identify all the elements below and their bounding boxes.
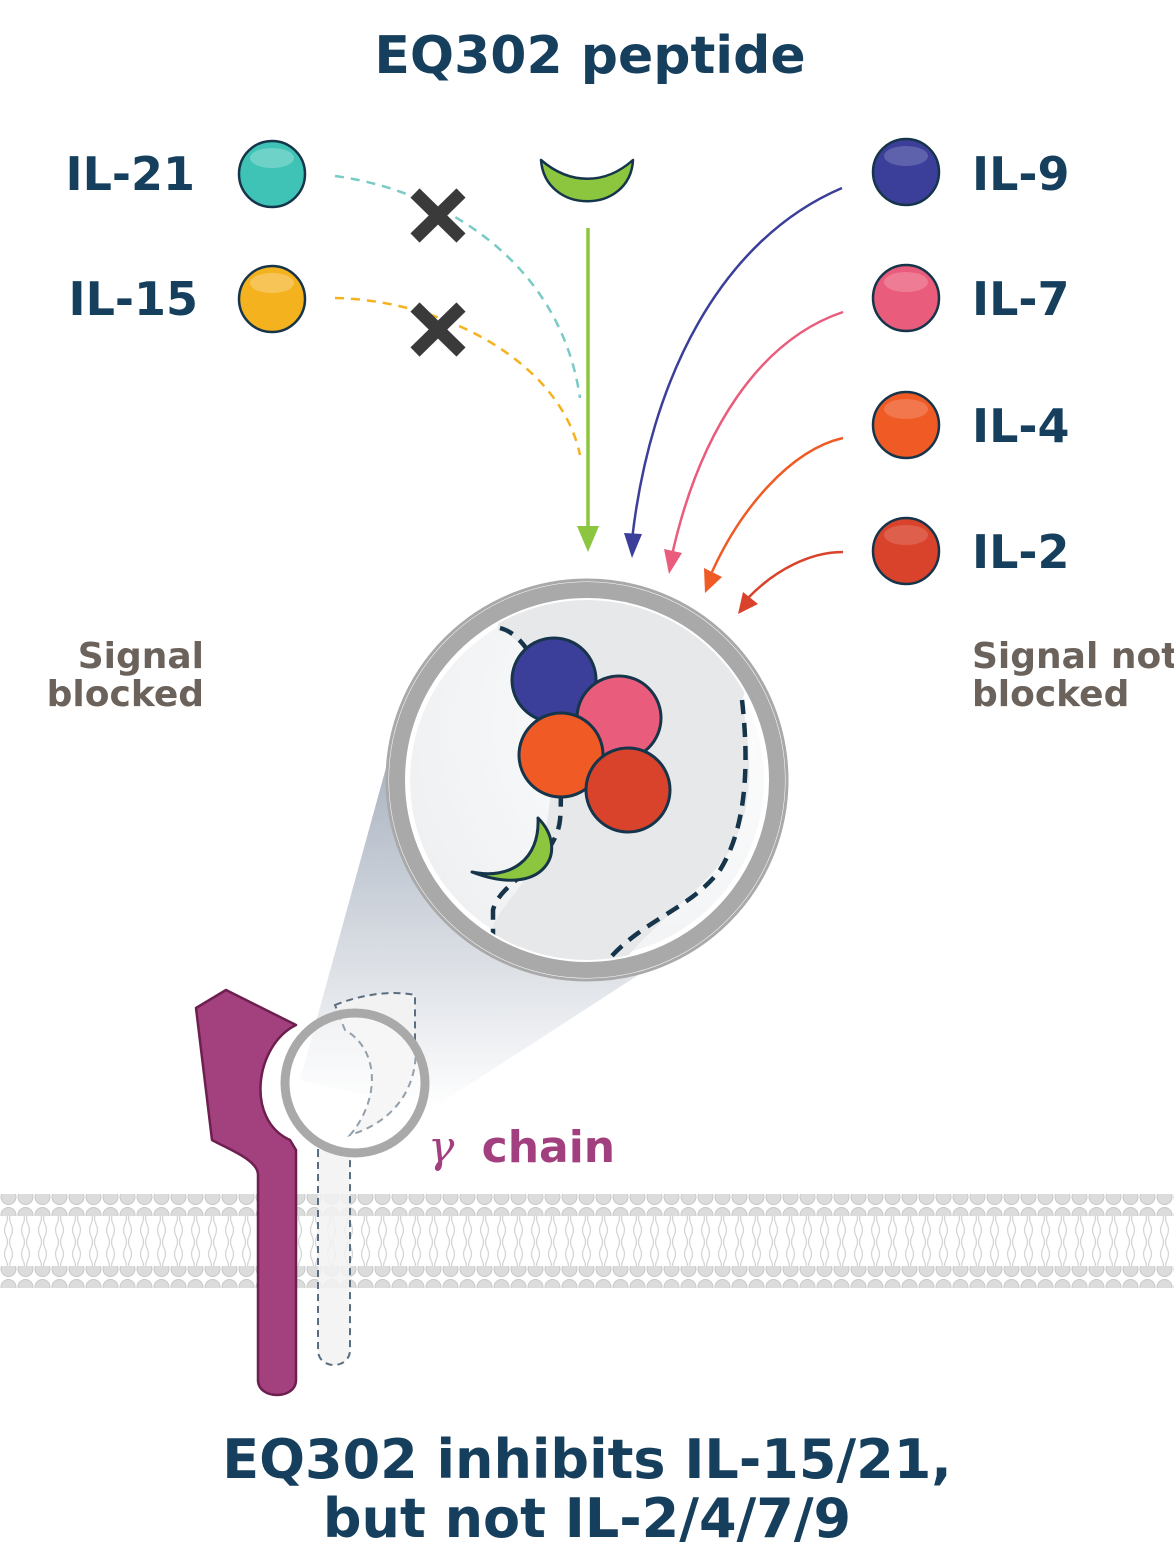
gamma-chain-label: γ chain <box>428 1122 615 1173</box>
bottom-title: EQ302 inhibits IL-15/21, but not IL-2/4/… <box>222 1428 952 1550</box>
blocked-cytokine-il21: IL-21 <box>65 139 307 209</box>
receptor-chain <box>194 988 298 1397</box>
il4-label: IL-4 <box>972 399 1070 453</box>
il4-arrowhead <box>704 568 722 593</box>
il2-label: IL-2 <box>972 525 1070 579</box>
bound-peptide-icon <box>470 816 554 882</box>
pocket-dashed-outline-right <box>602 699 748 960</box>
il2-ball <box>871 516 941 586</box>
il7-arrowhead <box>664 549 682 574</box>
right-caption: Signal not blocked <box>972 636 1174 715</box>
il4-arrow <box>710 436 844 573</box>
il7-label: IL-7 <box>972 272 1070 326</box>
il15-label: IL-15 <box>68 272 198 326</box>
page-title: EQ302 peptide <box>374 26 805 86</box>
il21-blocked-path <box>334 174 582 399</box>
il7-ball <box>871 263 941 333</box>
il15-ball <box>237 264 307 334</box>
eq302-peptide-icon <box>539 158 635 203</box>
block-x-icon <box>410 188 466 243</box>
blocked-cytokine-il15: IL-15 <box>68 264 307 334</box>
right-caption-line2: blocked <box>972 674 1129 715</box>
il9-ball <box>871 137 941 207</box>
cluster-il2-ball <box>584 746 672 834</box>
unblocked-cytokine-il9: IL-9 <box>871 137 1070 207</box>
il21-label: IL-21 <box>65 147 195 201</box>
il9-arrowhead <box>624 533 642 558</box>
il2-arrow <box>747 550 844 599</box>
gamma-text: chain <box>482 1122 616 1173</box>
cell-membrane <box>0 1194 1174 1288</box>
il15-blocked-path <box>334 296 582 456</box>
block-x-icon <box>410 302 466 357</box>
left-caption-line1: Signal <box>78 636 204 677</box>
right-caption-line1: Signal not <box>972 636 1174 677</box>
unblocked-cytokine-il7: IL-7 <box>871 263 1070 333</box>
il9-label: IL-9 <box>972 147 1070 201</box>
left-caption-line2: blocked <box>47 674 204 715</box>
left-caption: Signal blocked <box>47 636 204 715</box>
gamma-chain-ring <box>280 1008 430 1158</box>
il9-arrow <box>630 186 843 541</box>
il4-ball <box>871 390 941 460</box>
bottom-title-line2: but not IL-2/4/7/9 <box>323 1487 851 1550</box>
il2-arrowhead <box>738 592 758 614</box>
unblocked-cytokine-il4: IL-4 <box>871 390 1070 460</box>
gamma-symbol: γ <box>428 1122 455 1173</box>
il7-arrow <box>670 310 844 556</box>
magnifier-lens <box>385 578 789 982</box>
il21-ball <box>237 139 307 209</box>
peptide-arrowhead <box>577 526 599 552</box>
bottom-title-line1: EQ302 inhibits IL-15/21, <box>222 1428 952 1491</box>
unblocked-cytokine-il2: IL-2 <box>871 516 1070 586</box>
